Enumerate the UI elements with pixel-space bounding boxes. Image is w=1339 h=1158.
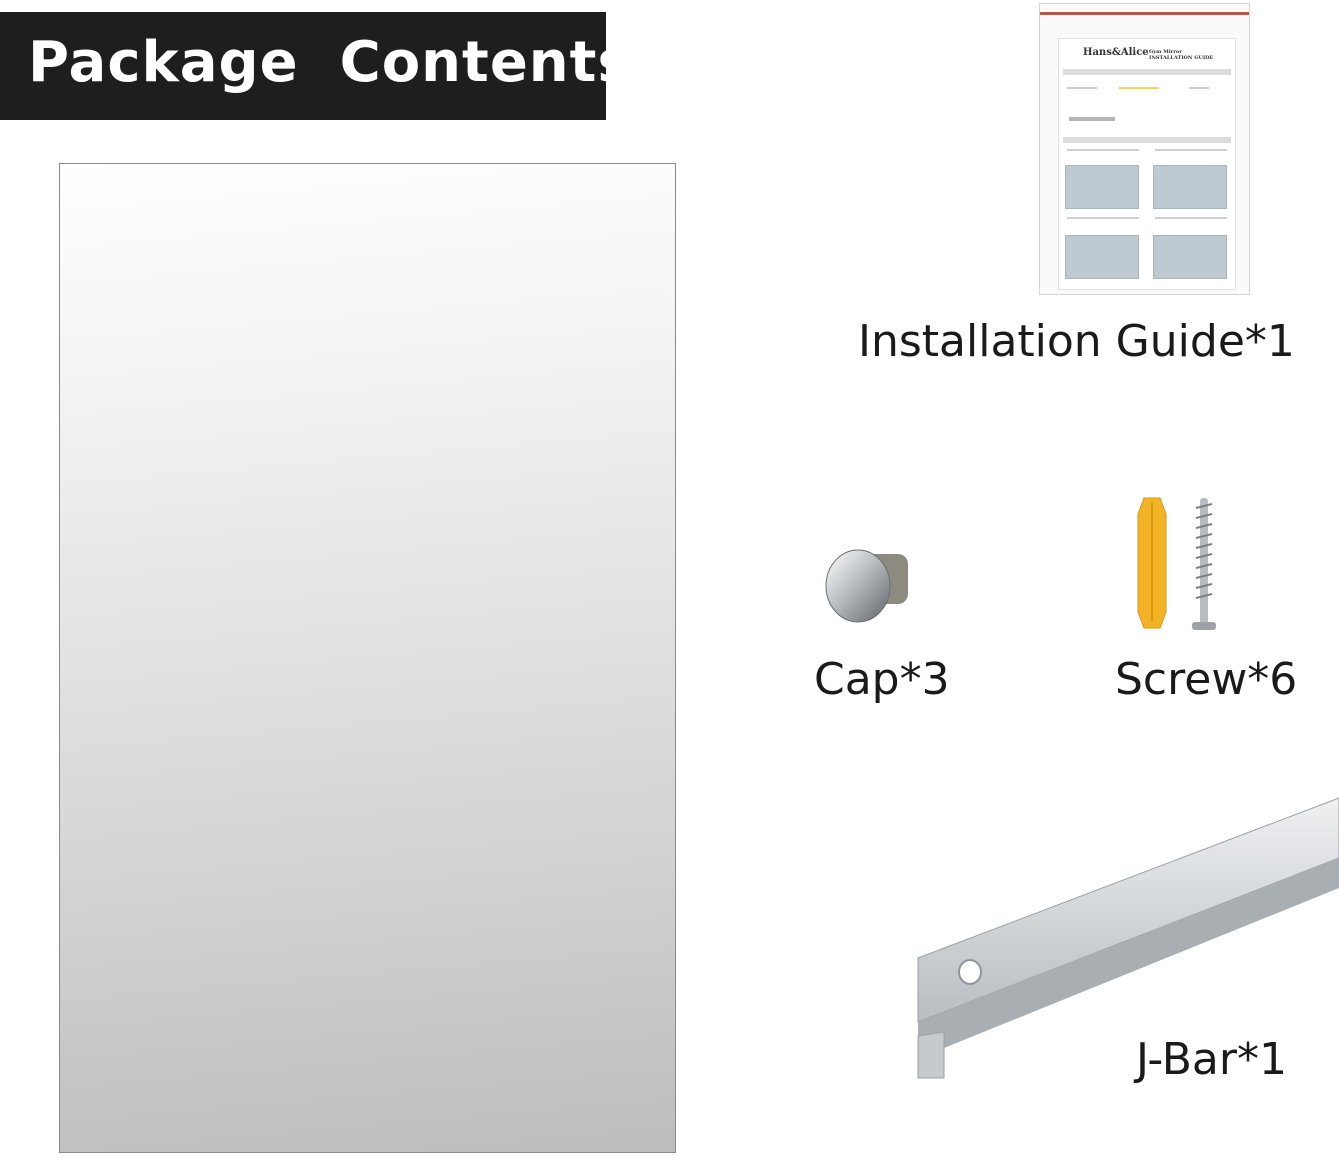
guide-brand: Hans&Alice [1083, 47, 1149, 58]
j-bar-end [917, 1031, 945, 1079]
j-bar-mount-hole [958, 959, 982, 985]
guide-line [1155, 217, 1227, 219]
guide-line [1067, 149, 1139, 151]
j-bar-label: J-Bar*1 [1136, 1034, 1287, 1085]
guide-line [1067, 217, 1139, 219]
screw-thread [1195, 503, 1213, 599]
bag-seal-stripe [1040, 12, 1249, 15]
screw-head [1192, 622, 1216, 630]
screw-anchor-image [1137, 497, 1216, 630]
page-title: Package Contents [28, 30, 632, 95]
mirror-panel-image [59, 163, 676, 1153]
cap-head [825, 549, 891, 623]
guide-sheet: Hans&Alice Gym Mirror INSTALLATION GUIDE [1058, 38, 1236, 290]
guide-line [1155, 149, 1227, 151]
screw-shaft [1200, 498, 1208, 624]
j-bar-face [917, 797, 1339, 1023]
screw-label: Screw*6 [1115, 654, 1298, 705]
cap-label: Cap*3 [814, 654, 950, 705]
j-bar-image [917, 797, 1339, 1079]
installation-guide-image: Hans&Alice Gym Mirror INSTALLATION GUIDE [1039, 3, 1250, 295]
guide-illustration [1153, 165, 1227, 209]
guide-line [1189, 87, 1209, 89]
title-banner: Package Contents [0, 12, 631, 120]
guide-section-bar [1063, 137, 1231, 143]
guide-illustration [1065, 165, 1139, 209]
guide-line [1067, 87, 1097, 89]
guide-illustration [1153, 235, 1227, 279]
guide-illustration [1065, 235, 1139, 279]
j-bar-lip [918, 858, 1339, 1048]
cap-image [825, 549, 908, 623]
guide-line [1069, 117, 1115, 121]
guide-section-bar [1063, 69, 1231, 75]
guide-line [1119, 87, 1159, 89]
guide-doc-title: Gym Mirror INSTALLATION GUIDE [1149, 49, 1214, 61]
installation-guide-label: Installation Guide*1 [858, 316, 1295, 367]
